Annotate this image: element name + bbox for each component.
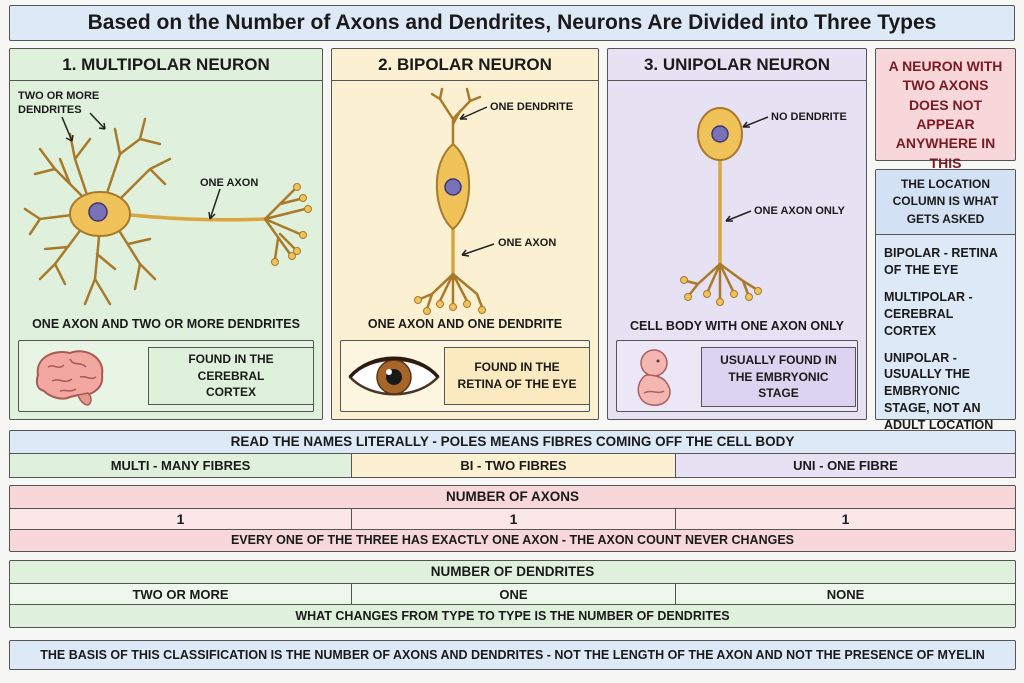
- footer-note: THE BASIS OF THIS CLASSIFICATION IS THE …: [9, 640, 1016, 670]
- bipolar-heading: 2. BIPOLAR NEURON: [332, 49, 598, 81]
- location-item-unipolar: UNIPOLAR - USUALLY THE EMBRYONIC STAGE, …: [884, 350, 994, 433]
- multipolar-found-box: FOUND IN THE CEREBRAL CORTEX: [148, 347, 314, 405]
- bipolar-dendrite-label: ONE DENDRITE: [490, 101, 574, 113]
- eye-icon: [348, 356, 440, 396]
- poles-heading: READ THE NAMES LITERALLY - POLES MEANS F…: [9, 430, 1016, 454]
- embryo-icon: [637, 349, 671, 406]
- axons-note: EVERY ONE OF THE THREE HAS EXACTLY ONE A…: [9, 529, 1016, 552]
- poles-row: MULTI - MANY FIBRES BI - TWO FIBRES UNI …: [9, 453, 1016, 478]
- page-title: Based on the Number of Axons and Dendrit…: [9, 5, 1015, 41]
- unipolar-caption: CELL BODY WITH ONE AXON ONLY: [630, 319, 844, 333]
- unipolar-dendrite-label: NO DENDRITE: [771, 111, 847, 123]
- multipolar-panel: 1. MULTIPOLAR NEURON TWO OR MORE DENDRIT…: [9, 48, 323, 420]
- unipolar-heading: 3. UNIPOLAR NEURON: [608, 49, 866, 81]
- location-box-heading: THE LOCATION COLUMN IS WHAT GETS ASKED: [876, 170, 1015, 236]
- axons-cell-bipolar: 1: [351, 509, 675, 529]
- unipolar-axon-label: ONE AXON ONLY: [754, 205, 845, 217]
- bipolar-axon-label: ONE AXON: [498, 237, 557, 249]
- axons-row: 1 1 1: [9, 508, 1016, 530]
- dendrites-row: TWO OR MORE ONE NONE: [9, 583, 1016, 605]
- warning-box: A NEURON WITH TWO AXONS DOES NOT APPEAR …: [875, 48, 1016, 190]
- brain-icon: [35, 350, 104, 406]
- bipolar-found-box: FOUND IN THE RETINA OF THE EYE: [444, 347, 590, 405]
- dendrites-cell-unipolar: NONE: [675, 584, 1015, 604]
- axons-cell-unipolar: 1: [675, 509, 1015, 529]
- poles-cell-multi: MULTI - MANY FIBRES: [10, 454, 351, 477]
- multipolar-axon-label: ONE AXON: [200, 177, 259, 189]
- bipolar-neuron-illustration: [414, 87, 495, 315]
- poles-cell-bi: BI - TWO FIBRES: [351, 454, 675, 477]
- unipolar-panel: 3. UNIPOLAR NEURON NO DENDRITE ONE AXON …: [607, 48, 867, 420]
- location-item-multipolar: MULTIPOLAR - CEREBRAL CORTEX: [884, 289, 973, 338]
- multipolar-neuron-illustration: [23, 112, 312, 306]
- dendrites-cell-bipolar: ONE: [351, 584, 675, 604]
- poles-cell-uni: UNI - ONE FIBRE: [675, 454, 1015, 477]
- axons-cell-multipolar: 1: [176, 511, 185, 527]
- dendrites-cell-multipolar: TWO OR MORE: [132, 586, 229, 602]
- bipolar-caption: ONE AXON AND ONE DENDRITE: [367, 317, 563, 331]
- location-box: THE LOCATION COLUMN IS WHAT GETS ASKED B…: [875, 169, 1016, 432]
- bipolar-panel: 2. BIPOLAR NEURON ONE DENDRITE ONE AXON …: [331, 48, 599, 420]
- multipolar-heading: 1. MULTIPOLAR NEURON: [10, 49, 322, 81]
- multipolar-dendrites-label: TWO OR MORE DENDRITES: [18, 90, 100, 117]
- dendrites-heading: NUMBER OF DENDRITES: [9, 560, 1016, 584]
- axons-heading: NUMBER OF AXONS: [9, 485, 1016, 509]
- multipolar-caption: ONE AXON AND TWO OR MORE DENDRITES: [32, 317, 300, 331]
- dendrites-note: WHAT CHANGES FROM TYPE TO TYPE IS THE NU…: [9, 604, 1016, 628]
- location-item-bipolar: BIPOLAR - RETINA OF THE EYE: [884, 246, 998, 278]
- unipolar-neuron-illustration: [680, 107, 769, 306]
- unipolar-found-box: USUALLY FOUND IN THE EMBRYONIC STAGE: [701, 347, 856, 407]
